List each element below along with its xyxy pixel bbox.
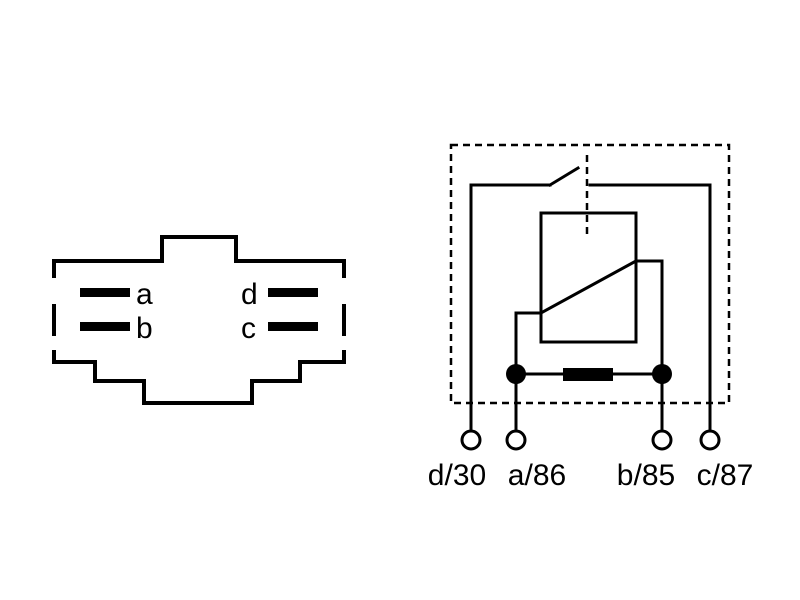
connector-socket-view: a b d c [52, 235, 346, 405]
pin-b85-label: b/85 [617, 459, 675, 492]
pin-c87-terminal [699, 429, 721, 451]
terminal-d-label: d [241, 278, 258, 311]
pin-a86-terminal [505, 429, 527, 451]
wire-a86-coil [514, 311, 543, 374]
wire-c87 [588, 183, 712, 432]
connector-body-outline [52, 235, 346, 405]
pin-d30-label: d/30 [428, 459, 486, 492]
coil-diagonal [538, 258, 639, 316]
terminal-d-blade [268, 288, 318, 297]
terminal-a-blade [80, 288, 130, 297]
pin-a86-label: a/86 [508, 459, 566, 492]
relay-coil [539, 211, 638, 344]
pin-d30-terminal [460, 429, 482, 451]
relay-enclosure-dashed [449, 143, 731, 405]
relay-schematic: d/30 a/86 b/85 c/87 [428, 143, 754, 492]
terminal-a-label: a [136, 278, 153, 311]
terminal-c-blade [268, 322, 318, 331]
terminal-c-label: c [241, 312, 256, 345]
pin-c87-label: c/87 [697, 459, 754, 492]
terminal-b-label: b [136, 312, 153, 345]
wire-b85-coil [634, 259, 664, 374]
switch-arm [547, 165, 581, 188]
suppression-resistor [563, 368, 613, 381]
wire-d30 [469, 183, 552, 432]
terminal-b-blade [80, 322, 130, 331]
pin-b85-terminal [651, 429, 673, 451]
